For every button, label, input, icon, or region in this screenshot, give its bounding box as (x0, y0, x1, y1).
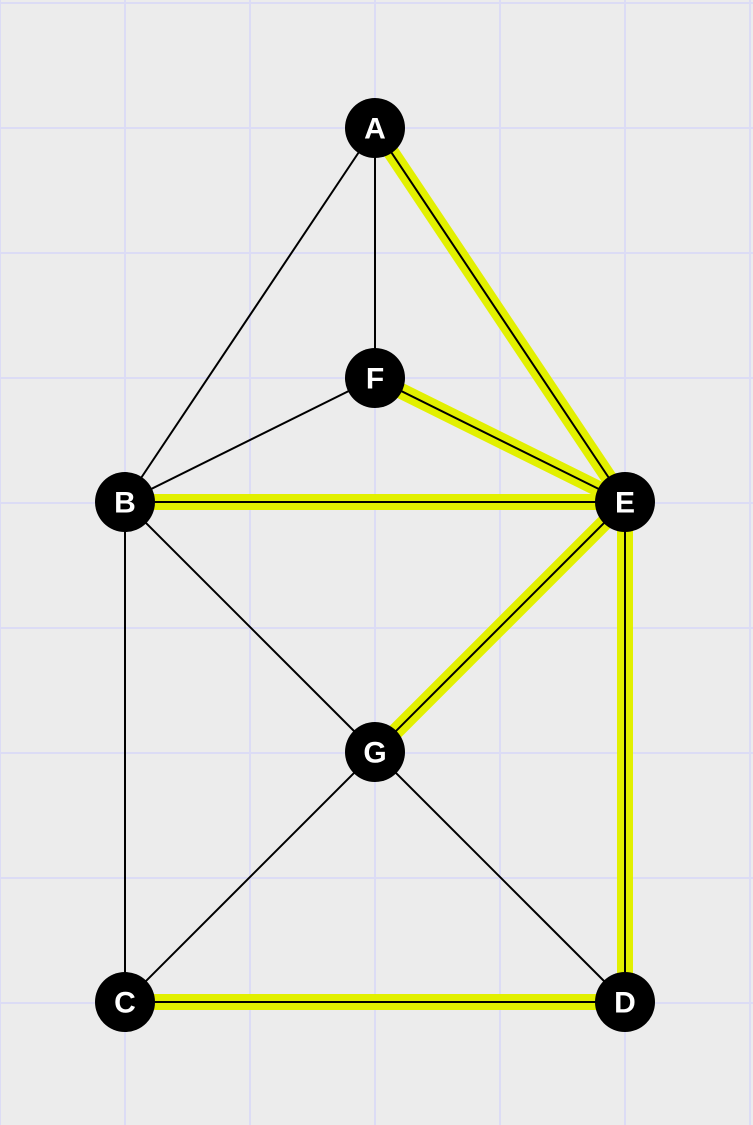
node-circle (345, 722, 405, 782)
node-A: A (345, 98, 405, 158)
edge-A-B (124, 127, 376, 503)
nodes: A F B E G C D (95, 98, 655, 1032)
edges (124, 127, 626, 1003)
node-C: C (95, 972, 155, 1032)
edge-A-E (374, 127, 626, 503)
edge-F-E (374, 377, 626, 503)
node-label: F (366, 363, 384, 396)
edge-B-G (124, 501, 376, 753)
node-F: F (345, 348, 405, 408)
node-circle (345, 348, 405, 408)
node-D: D (595, 972, 655, 1032)
node-E: E (595, 472, 655, 532)
node-circle (595, 972, 655, 1032)
node-circle (95, 472, 155, 532)
node-label: D (614, 987, 636, 1020)
node-label: B (114, 487, 136, 520)
node-label: C (114, 987, 136, 1020)
node-label: G (363, 737, 386, 770)
edge-F-B (124, 377, 376, 503)
node-circle (595, 472, 655, 532)
node-B: B (95, 472, 155, 532)
node-circle (345, 98, 405, 158)
node-G: G (345, 722, 405, 782)
edge-E-G (374, 501, 626, 753)
node-circle (95, 972, 155, 1032)
edge-G-C (124, 751, 376, 1003)
node-label: A (364, 113, 386, 146)
node-label: E (615, 487, 635, 520)
edge-G-D (374, 751, 626, 1003)
